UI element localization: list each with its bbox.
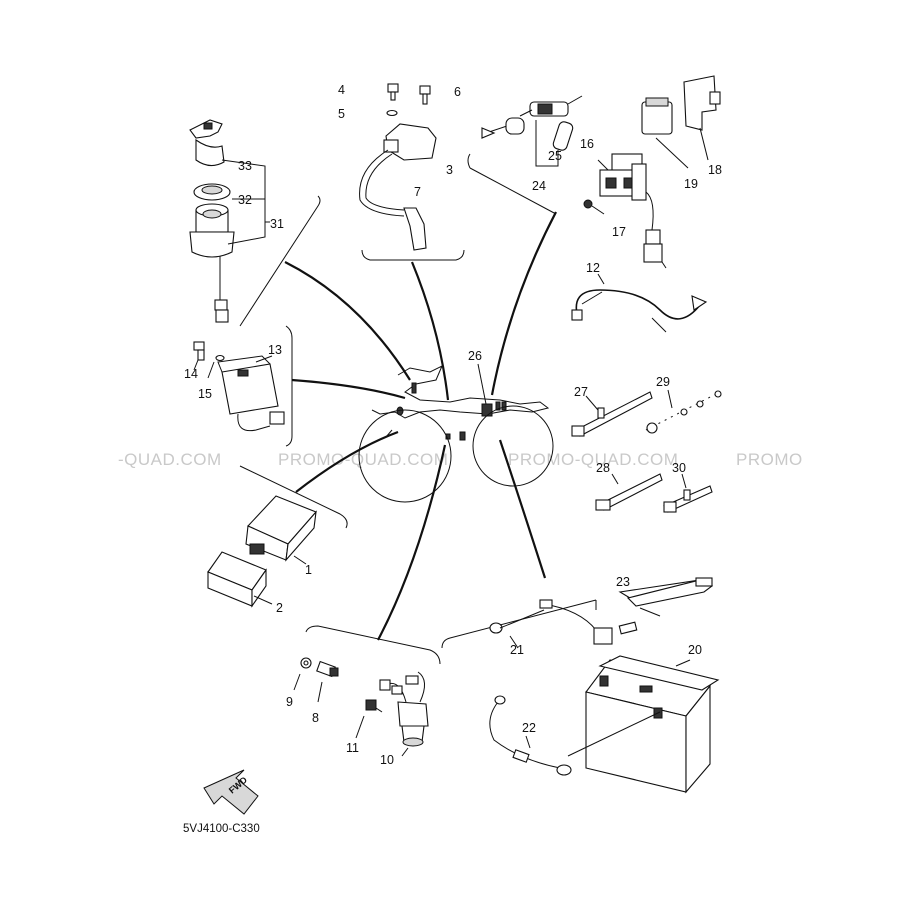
callout-19: 19 (684, 177, 698, 191)
callout-17: 17 (612, 225, 626, 239)
callout-21: 21 (510, 643, 524, 657)
battery-20 (585, 655, 720, 794)
forward-direction-arrow: FWD (203, 769, 259, 815)
callout-20: 20 (688, 643, 702, 657)
callout-32: 32 (238, 193, 252, 207)
callout-31: 31 (270, 217, 284, 231)
watermark-text: -QUAD.COM (118, 450, 222, 469)
battery-assembly (441, 577, 720, 794)
switch-assembly (293, 625, 441, 757)
seal-32 (193, 183, 231, 201)
callout-24: 24 (532, 179, 546, 193)
callout-30: 30 (672, 461, 686, 475)
callout-3: 3 (446, 163, 453, 177)
callout-13: 13 (268, 343, 282, 357)
callout-33: 33 (238, 159, 252, 173)
rectifier-regulator-assembly (193, 325, 293, 447)
callout-22: 22 (522, 721, 536, 735)
callout-14: 14 (184, 367, 198, 381)
callout-27: 27 (574, 385, 588, 399)
callout-10: 10 (380, 753, 394, 767)
clamp-assembly (571, 389, 722, 513)
callout-labels: 1 2 3 4 5 6 7 8 9 10 11 12 13 14 15 16 1… (184, 83, 722, 767)
lead-wire-12 (571, 273, 708, 333)
leader-26 (477, 363, 487, 405)
callout-7: 7 (414, 185, 421, 199)
callout-2: 2 (276, 601, 283, 615)
callout-6: 6 (454, 85, 461, 99)
frame-outline (358, 364, 554, 503)
relay-assembly (583, 75, 721, 269)
callout-5: 5 (338, 107, 345, 121)
sensor-10 (379, 671, 429, 747)
callout-25: 25 (548, 149, 562, 163)
main-switch-31 (189, 203, 235, 323)
cable-22 (489, 695, 572, 776)
callout-8: 8 (312, 711, 319, 725)
cdi-unit-assembly (207, 465, 348, 608)
callout-12: 12 (586, 261, 600, 275)
callout-29: 29 (656, 375, 670, 389)
ignition-coil-assembly (359, 83, 465, 261)
starter-relay-16 (599, 153, 647, 201)
watermark-text: PROMO-QUAD.COM (278, 450, 448, 469)
callout-9: 9 (286, 695, 293, 709)
callout-28: 28 (596, 461, 610, 475)
callout-1: 1 (305, 563, 312, 577)
leader-curves (284, 211, 557, 641)
diagram-code: 5VJ4100-C330 (183, 823, 260, 835)
callout-23: 23 (616, 575, 630, 589)
watermark-text: PROMO-QUAD.COM (508, 450, 678, 469)
watermark-text: PROMO (736, 450, 803, 469)
callout-15: 15 (198, 387, 212, 401)
key-33 (189, 119, 225, 167)
callout-16: 16 (580, 137, 594, 151)
callout-4: 4 (338, 83, 345, 97)
callout-26: 26 (468, 349, 482, 363)
sensor-fuse-assembly (467, 95, 583, 215)
cable-21 (489, 599, 613, 649)
callout-11: 11 (346, 741, 359, 755)
callout-18: 18 (708, 163, 722, 177)
watermark-band: -QUAD.COM PROMO-QUAD.COM PROMO-QUAD.COM … (118, 450, 803, 469)
main-switch-assembly (189, 119, 321, 327)
